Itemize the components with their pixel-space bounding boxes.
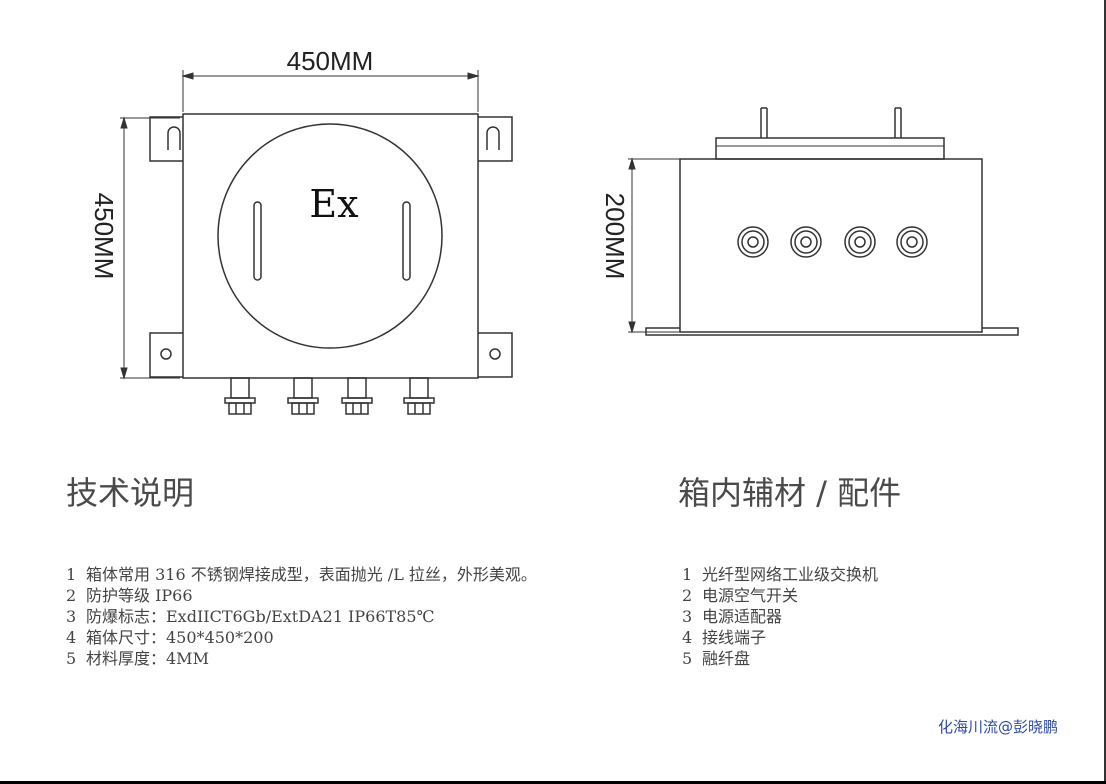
mounting-ear-bottom-right [478, 332, 513, 378]
hinge-pin [894, 107, 902, 138]
side-mounting-flange [645, 327, 1019, 336]
front-enclosure-body [182, 113, 479, 379]
side-gland-nut [790, 226, 822, 258]
front-view: 450MM 450MM Ex [89, 46, 513, 415]
cable-gland [341, 377, 373, 415]
ex-mark: Ex [309, 182, 358, 226]
tech-title: 技术说明 [66, 474, 195, 512]
side-view: 200MM [600, 107, 1019, 336]
side-gland-nut [844, 226, 876, 258]
side-gland-nut [737, 226, 769, 258]
mounting-ear-bottom-left [149, 332, 183, 378]
side-height-dimension [628, 157, 680, 334]
cover-handle-left [253, 201, 262, 281]
mounting-ear-top-right [478, 116, 513, 162]
cable-gland [287, 377, 319, 415]
explosion-proof-cover [217, 123, 443, 349]
side-lid-rim [715, 137, 945, 160]
cover-handle-right [402, 201, 411, 281]
side-height-label: 200MM [600, 193, 630, 280]
accessories-title: 箱内辅材 / 配件 [678, 474, 902, 512]
front-height-label: 450MM [89, 193, 119, 280]
watermark: 化海川流@彭晓鹏 [937, 718, 1058, 736]
side-gland-nut [896, 226, 928, 258]
cable-gland [403, 377, 435, 415]
cable-gland [224, 377, 256, 415]
front-width-dimension [181, 70, 480, 112]
side-enclosure-body [679, 158, 983, 333]
hinge-pin [760, 107, 768, 138]
frame-border-right [1104, 0, 1106, 784]
mounting-ear-top-left [149, 116, 183, 162]
front-width-label: 450MM [287, 46, 374, 76]
frame-border-bottom [0, 781, 1106, 784]
